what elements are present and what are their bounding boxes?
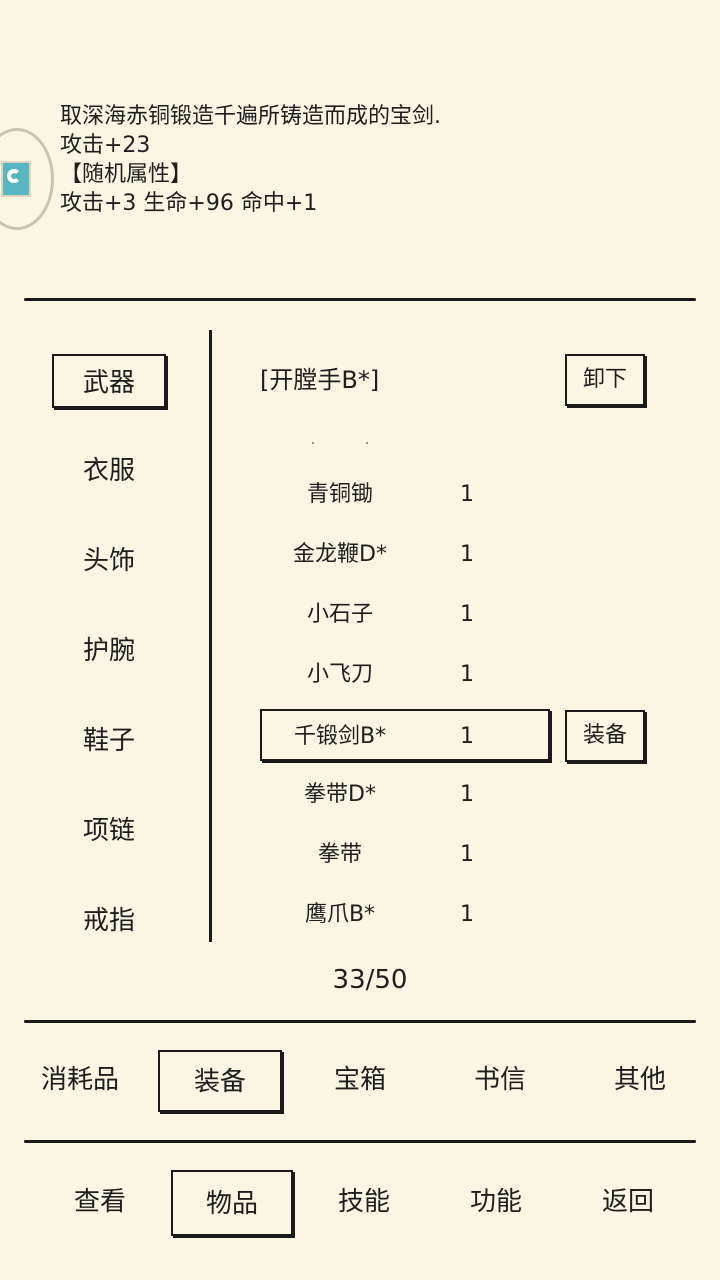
list-item[interactable]: 金龙鞭D* 1 <box>260 529 550 581</box>
tab-equipment[interactable]: 装备 <box>158 1050 282 1112</box>
unequip-button[interactable]: 卸下 <box>565 354 645 406</box>
nav-items[interactable]: 物品 <box>171 1170 293 1236</box>
item-qty: 1 <box>460 542 474 567</box>
tab-chests[interactable]: 宝箱 <box>298 1050 422 1112</box>
category-label: 头饰 <box>82 546 135 576</box>
tab-label: 装备 <box>193 1067 246 1097</box>
nav-label: 技能 <box>337 1187 390 1217</box>
nav-back[interactable]: 返回 <box>568 1170 688 1236</box>
category-headwear[interactable]: 头饰 <box>52 534 166 588</box>
item-name: 拳带 <box>317 842 362 867</box>
item-name: 拳带D* <box>304 782 376 807</box>
list-item-selected[interactable]: 千锻剑B* 1 <box>260 709 550 761</box>
equip-button[interactable]: 装备 <box>565 710 645 762</box>
category-bracer[interactable]: 护腕 <box>52 624 166 678</box>
side-float-badge[interactable] <box>0 128 54 230</box>
list-item[interactable]: 拳带D* 1 <box>260 769 550 821</box>
category-label: 护腕 <box>82 636 135 666</box>
divider-vertical <box>209 330 212 942</box>
item-qty: 1 <box>460 782 474 807</box>
category-label: 衣服 <box>82 456 135 486</box>
tab-label: 消耗品 <box>40 1065 119 1095</box>
description-line: 取深海赤铜锻造千遍所铸造而成的宝剑. <box>60 104 441 129</box>
category-label: 戒指 <box>82 906 135 936</box>
category-label: 项链 <box>82 816 135 846</box>
category-ring[interactable]: 戒指 <box>52 894 166 948</box>
item-name: 小飞刀 <box>306 662 373 687</box>
category-shoes[interactable]: 鞋子 <box>52 714 166 768</box>
description-line: 攻击+3 生命+96 命中+1 <box>60 191 318 216</box>
divider-middle <box>24 1020 696 1023</box>
tab-consumables[interactable]: 消耗品 <box>18 1050 142 1112</box>
category-weapon[interactable]: 武器 <box>52 354 166 408</box>
nav-view[interactable]: 查看 <box>40 1170 160 1236</box>
item-description: 取深海赤铜锻造千遍所铸造而成的宝剑. 攻击+23 【随机属性】 攻击+3 生命+… <box>60 102 441 218</box>
nav-label: 查看 <box>73 1187 126 1217</box>
item-name: 金龙鞭D* <box>293 542 387 567</box>
item-name: 青铜锄 <box>306 482 373 507</box>
category-clothes[interactable]: 衣服 <box>52 444 166 498</box>
item-qty: 1 <box>460 724 474 749</box>
tab-label: 宝箱 <box>333 1065 386 1095</box>
list-item[interactable]: 拳带 1 <box>260 829 550 881</box>
category-label: 武器 <box>82 368 135 398</box>
category-necklace[interactable]: 项链 <box>52 804 166 858</box>
item-name: 千锻剑B* <box>293 724 387 749</box>
tab-other[interactable]: 其他 <box>578 1050 702 1112</box>
nav-label: 物品 <box>205 1189 258 1219</box>
tab-letters[interactable]: 书信 <box>438 1050 562 1112</box>
item-qty: 1 <box>460 602 474 627</box>
inventory-count: 33/50 <box>332 965 408 995</box>
app-logo-icon <box>1 161 31 197</box>
item-qty: 1 <box>460 842 474 867</box>
list-item[interactable]: 鹰爪B* 1 <box>260 889 550 941</box>
equipped-item-name: [开膛手B*] <box>260 366 380 394</box>
item-name: 小石子 <box>306 602 373 627</box>
item-qty: 1 <box>460 902 474 927</box>
tab-label: 书信 <box>473 1065 526 1095</box>
nav-label: 返回 <box>601 1187 654 1217</box>
list-item[interactable]: 小飞刀 1 <box>260 649 550 701</box>
item-name: 鹰爪B* <box>304 902 376 927</box>
nav-functions[interactable]: 功能 <box>436 1170 556 1236</box>
nav-label: 功能 <box>469 1187 522 1217</box>
description-line: 【随机属性】 <box>60 162 193 187</box>
list-item[interactable]: 青铜锄 1 <box>260 469 550 521</box>
item-qty: 1 <box>460 662 474 687</box>
tab-label: 其他 <box>613 1065 666 1095</box>
divider-bottom <box>24 1140 696 1143</box>
scroll-hint <box>310 442 370 444</box>
nav-skills[interactable]: 技能 <box>304 1170 424 1236</box>
item-qty: 1 <box>460 482 474 507</box>
divider-top <box>24 298 696 301</box>
list-item[interactable]: 小石子 1 <box>260 589 550 641</box>
description-line: 攻击+23 <box>60 133 151 158</box>
category-label: 鞋子 <box>82 726 135 756</box>
